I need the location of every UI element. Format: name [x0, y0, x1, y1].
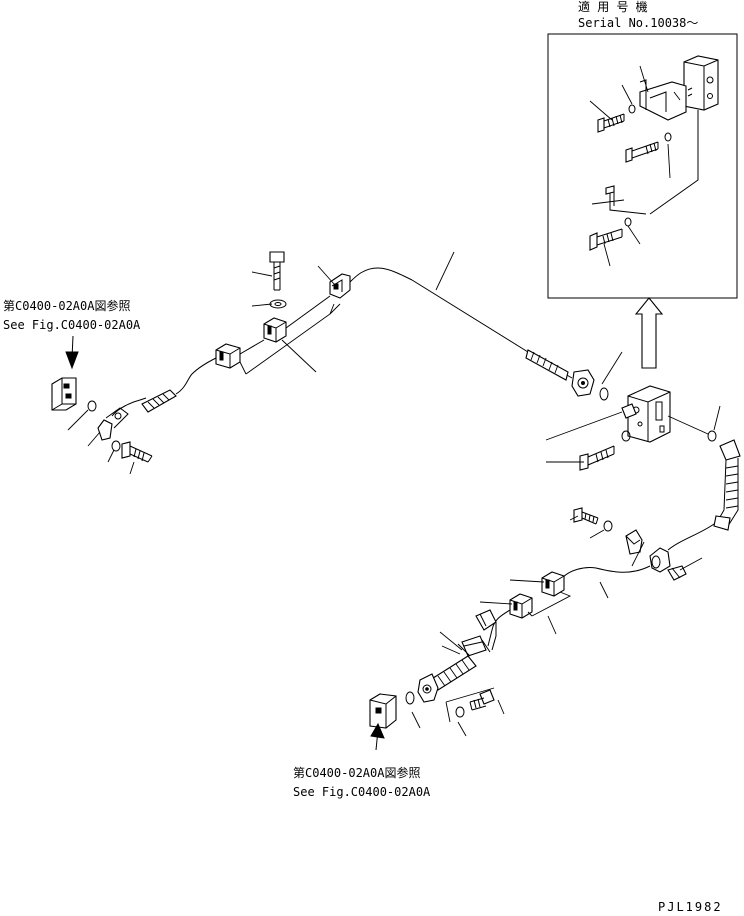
- left-ref-ja: 第C0400-02A0A図参照: [3, 298, 130, 313]
- lower-pipe-elbow: [475, 609, 511, 651]
- inset-bolt-3: [589, 228, 623, 251]
- inset-serial: Serial No.10038～: [578, 16, 698, 30]
- inset-title-ja: 適 用 号 機: [578, 0, 648, 14]
- left-clamp-bracket-lines: [239, 303, 341, 375]
- lower-clamp-b: [509, 593, 533, 619]
- lower-block: [369, 693, 397, 729]
- left-clamp-b: [263, 317, 287, 343]
- upper-clamp: [329, 273, 351, 299]
- lower-oring: [405, 691, 415, 705]
- right-lower-pipe: [561, 565, 651, 579]
- valve-right-line: [667, 415, 709, 435]
- main-oring: [599, 387, 609, 401]
- inset-frame: [547, 33, 738, 299]
- inset-valve-block: [683, 55, 719, 111]
- lower-bolt: [469, 689, 495, 711]
- valve-right-oring: [707, 430, 717, 442]
- inset-header: 適 用 号 機 Serial No.10038～: [578, 0, 698, 30]
- leader-lines: [67, 251, 721, 737]
- up-arrow: [634, 297, 664, 369]
- left-reference: 第C0400-02A0A図参照 See Fig.C0400-02A0A: [3, 298, 141, 370]
- lower-washer: [455, 706, 465, 718]
- main-pipe-left: [239, 267, 413, 355]
- inset-bracket: [639, 79, 687, 121]
- right-clamp-a: [649, 547, 671, 573]
- inset-bolt-2: [625, 132, 672, 163]
- valve-bolt: [579, 445, 615, 471]
- lower-reference: 第C0400-02A0A図参照 See Fig.C0400-02A0A: [293, 722, 431, 799]
- inset-leader-lines: [589, 65, 681, 267]
- lower-flange-clamp: [457, 635, 491, 657]
- lower-bracket-lines: [445, 687, 495, 723]
- lower-ref-en: See Fig.C0400-02A0A: [293, 785, 431, 799]
- drawing-number: PJL1982: [658, 900, 723, 914]
- main-long-pipe: [411, 279, 595, 397]
- right-clamp-part: [625, 529, 643, 555]
- left-block: [51, 377, 77, 411]
- valve-block: [621, 385, 671, 443]
- upper-bolt: [269, 251, 285, 291]
- lower-ref-ja: 第C0400-02A0A図参照: [293, 765, 420, 780]
- lower-flange: [417, 673, 439, 703]
- left-clamp-a: [215, 343, 241, 369]
- left-hose: [111, 357, 217, 417]
- lower-clamp-a: [541, 571, 565, 597]
- left-ref-en: See Fig.C0400-02A0A: [3, 318, 141, 332]
- left-bolt: [121, 441, 153, 463]
- left-oring: [87, 400, 97, 412]
- left-flange: [97, 407, 129, 441]
- inset-bolt-1: [597, 104, 636, 133]
- lower-clamp-bracket-lines: [527, 591, 572, 617]
- valve-washer: [621, 430, 631, 442]
- inset-pipe: [605, 110, 699, 227]
- right-hose: [667, 439, 741, 551]
- upper-washer: [269, 299, 287, 309]
- right-clamp-washer: [603, 520, 613, 532]
- left-washer: [111, 440, 121, 452]
